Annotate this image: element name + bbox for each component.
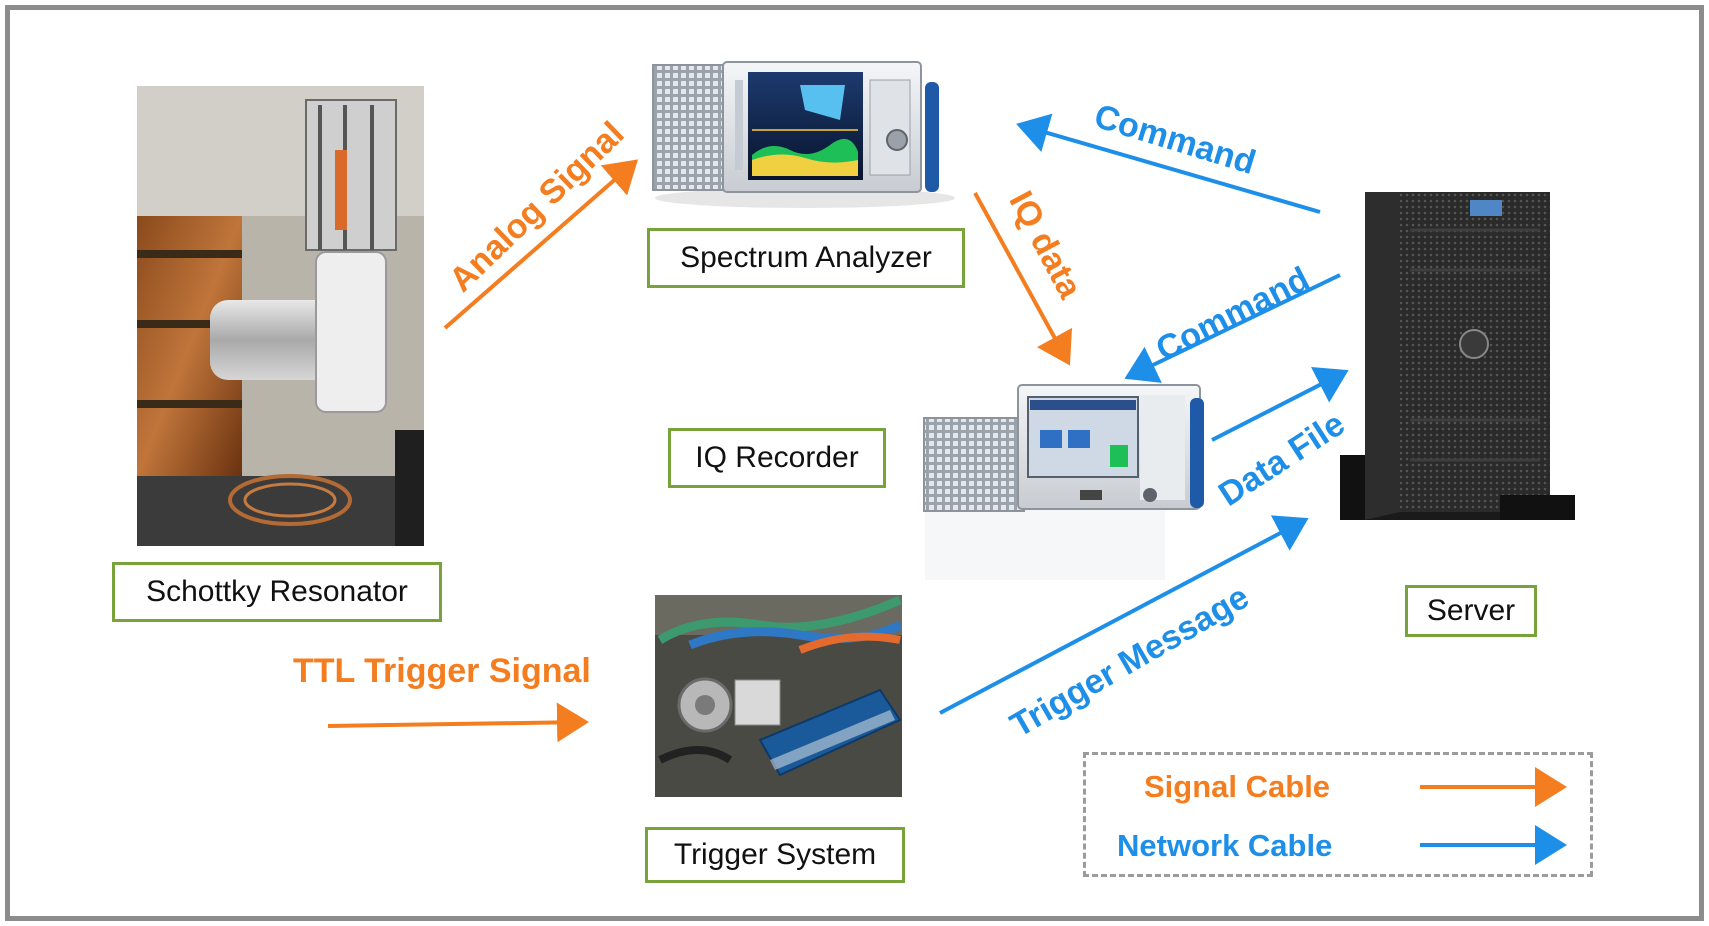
command-mid-arrow: [1124, 273, 1341, 383]
legend-signal-cable-label: Signal Cable: [1144, 769, 1331, 804]
ttl-trigger-arrow: [327, 702, 589, 743]
server-photo: [1340, 192, 1575, 520]
trigger-board-photo: [655, 595, 903, 797]
spectrum-analyzer-photo: [652, 61, 955, 208]
iq-recorder-photo: [923, 384, 1204, 580]
outer-frame: [5, 5, 1704, 921]
legend-network-cable-label: Network Cable: [1117, 828, 1333, 863]
legend-box: [1083, 752, 1593, 877]
iq-data-arrow: [973, 192, 1073, 366]
server-label: Server: [1405, 585, 1537, 637]
trigger-system-label: Trigger System: [645, 827, 905, 883]
trigger-message-arrow: [939, 515, 1309, 715]
spectrum-analyzer-label: Spectrum Analyzer: [647, 228, 965, 288]
data-file-arrow: [1211, 366, 1349, 442]
iq-recorder-label: IQ Recorder: [668, 428, 886, 488]
schottky-resonator-photo: [137, 86, 424, 546]
command-top-arrow: [1016, 113, 1321, 214]
ttl-trigger-signal-label: TTL Trigger Signal: [293, 652, 591, 690]
schottky-resonator-label: Schottky Resonator: [112, 562, 442, 622]
analog-signal-arrow: [443, 159, 639, 330]
